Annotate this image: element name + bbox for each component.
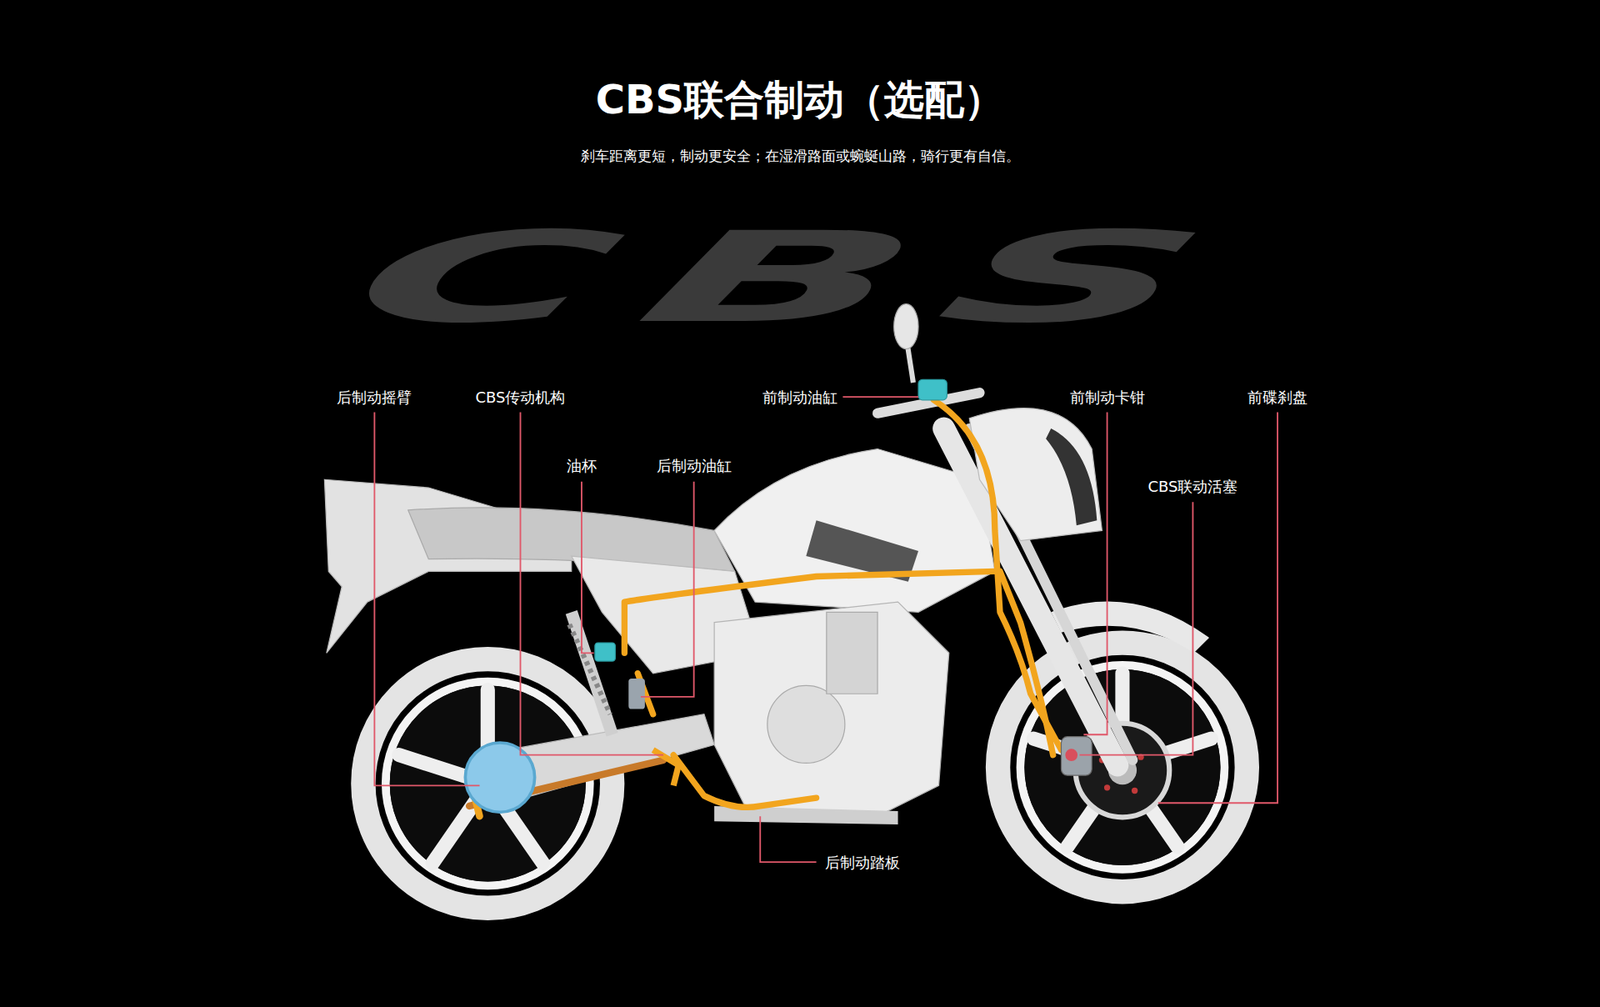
- illustration-part: [569, 624, 610, 715]
- illustration-part: [714, 601, 950, 816]
- illustration-part: [673, 755, 816, 808]
- callout-label: 前碟刹盘: [1244, 386, 1311, 409]
- illustration-part: [767, 685, 845, 763]
- leader-line: [374, 411, 480, 785]
- leader-line: [520, 411, 663, 755]
- illustration-part: [918, 379, 947, 400]
- illustration-part: [1065, 748, 1078, 761]
- illustration-part: [826, 611, 878, 694]
- callout-label: 后制动油缸: [653, 455, 735, 477]
- illustration-part: [1060, 736, 1092, 776]
- illustration-part: [571, 611, 613, 735]
- illustration-part: [624, 400, 1061, 808]
- watermark: CBS: [333, 215, 1267, 340]
- leader-line: [760, 815, 816, 862]
- illustration-part: [324, 479, 571, 653]
- leader-line: [1158, 411, 1278, 803]
- illustration-part: [1045, 428, 1097, 525]
- leader-line: [1080, 501, 1194, 755]
- illustration-part: [465, 742, 535, 812]
- illustration-part: [595, 642, 615, 661]
- caption: 刹车距离更短，制动更安全；在湿滑路面或蜿蜒山路，骑行更有自信。: [580, 146, 1020, 166]
- callout-label: CBS联动活塞: [1144, 475, 1241, 498]
- leader-line: [1083, 411, 1107, 735]
- illustration-part: [624, 570, 995, 653]
- illustration-part: [714, 449, 995, 613]
- title: CBS联合制动（选配）: [595, 73, 1005, 127]
- illustration-part: [1000, 570, 1054, 755]
- callout-label: 后制动踏板: [821, 851, 904, 874]
- leader-line: [581, 481, 595, 654]
- callout-label: CBS传动机构: [471, 386, 569, 409]
- illustration-part: [374, 396, 1278, 862]
- leader-line: [842, 395, 919, 398]
- leader-line: [640, 481, 695, 697]
- illustration-part: [1131, 787, 1138, 794]
- callout-label: 前制动油缸: [759, 386, 841, 409]
- illustration-part: [628, 678, 645, 710]
- callout-label: 前制动卡钳: [1066, 386, 1149, 409]
- illustration-part: [408, 507, 735, 571]
- illustration-part: [1104, 784, 1110, 790]
- callout-label: 后制动摇臂: [333, 386, 415, 409]
- callout-label: 油杯: [563, 455, 600, 477]
